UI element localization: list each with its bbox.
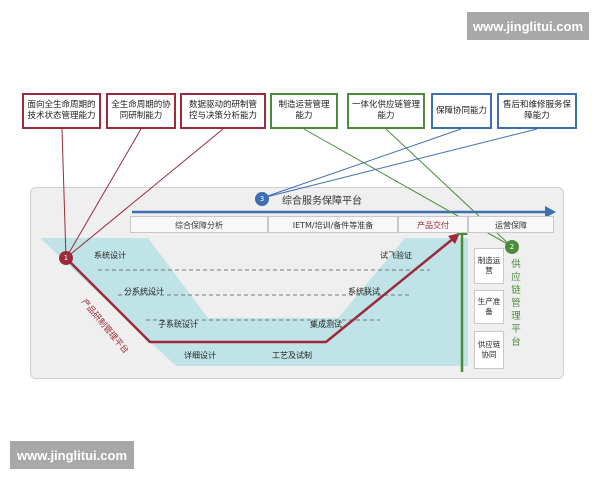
capability-box-data-decision: 数据驱动的研制管控与决策分析能力 [180,93,266,129]
v-model-inner [160,238,395,318]
capability-box-config-mgmt: 面向全生命周期的技术状态管理能力 [22,93,101,129]
phase-ietm-prep: IETM/培训/备件等准备 [268,216,398,233]
rd-platform-marker: 1 [59,251,73,265]
phase-product-delivery: 产品交付 [398,216,468,233]
v-label-integration-test: 集成测试 [310,320,342,329]
rd-path-head [448,233,460,244]
phase-operation-support: 运营保障 [468,216,554,233]
capability-box-mfg-ops: 制造运营管理能力 [270,93,338,129]
capability-box-collab-dev: 全生命周期的协同研制能力 [106,93,176,129]
capability-box-support-collab: 保障协同能力 [431,93,492,129]
rd-path [65,237,455,344]
v-label-system-joint-test: 系统联试 [348,287,380,296]
v-label-process-trial: 工艺及试制 [272,351,312,360]
supply-box-production-prep: 生产准备 [474,290,504,324]
v-label-system-design: 系统设计 [94,251,126,260]
capability-box-after-sales: 售后和维修服务保障能力 [497,93,577,129]
service-platform-title: 综合服务保障平台 [282,196,362,207]
v-label-component-design: 子系统设计 [158,320,198,329]
supply-box-mfg-ops: 制造运营 [474,248,504,284]
watermark-top: www.jinglitui.com [467,12,589,40]
service-platform-marker: 3 [255,192,269,206]
v-label-detail-design: 详细设计 [184,351,216,360]
capability-box-supply-chain: 一体化供应链管理能力 [347,93,425,129]
supply-platform-marker: 2 [505,240,519,254]
phase-support-analysis: 综合保障分析 [130,216,268,233]
v-label-subsystem-design: 分系统设计 [124,287,164,296]
watermark-bottom: www.jinglitui.com [10,441,134,469]
supply-platform-title: 供应链管理平台 [511,259,521,348]
supply-box-supply-collab: 供应链协同 [474,331,504,369]
service-arrow-head [545,206,556,218]
v-label-flight-test: 试飞验证 [380,251,412,260]
